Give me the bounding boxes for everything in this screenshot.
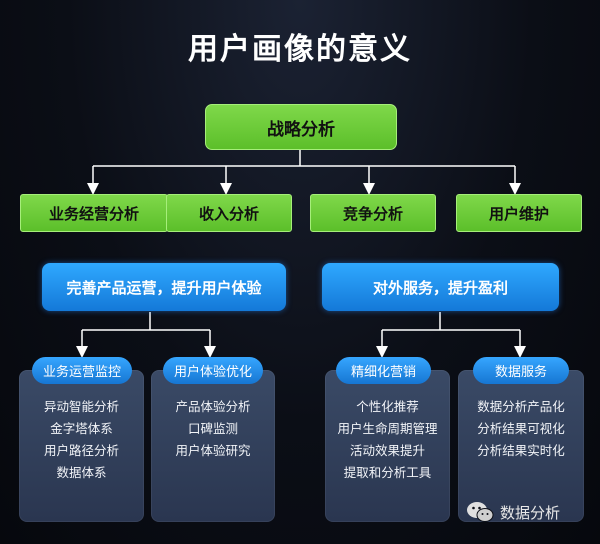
watermark-text: 数据分析 — [500, 503, 561, 522]
group-header-data-services: 数据服务 — [473, 357, 569, 384]
node-strategy-analysis: 战略分析 — [205, 104, 397, 150]
group-items-user-experience: 产品体验分析 口碑监测 用户体验研究 — [151, 396, 275, 462]
list-item: 异动智能分析 — [43, 399, 119, 414]
node-competition-analysis: 竞争分析 — [310, 194, 436, 232]
list-item: 用户体验研究 — [175, 443, 251, 458]
list-item: 分析结果可视化 — [477, 421, 565, 436]
node-external-services: 对外服务，提升盈利 — [322, 263, 559, 311]
group-header-user-experience: 用户体验优化 — [163, 357, 263, 384]
group-header-business-monitoring: 业务运营监控 — [32, 357, 132, 384]
list-item: 活动效果提升 — [349, 443, 425, 458]
node-revenue-analysis: 收入分析 — [166, 194, 292, 232]
list-item: 个性化推荐 — [356, 399, 419, 414]
list-item: 数据分析产品化 — [477, 399, 565, 414]
group-items-data-services: 数据分析产品化 分析结果可视化 分析结果实时化 — [458, 396, 584, 462]
wechat-icon — [467, 502, 494, 522]
group-header-precision-marketing: 精细化营销 — [336, 357, 431, 384]
group-panel-data-services — [458, 370, 584, 522]
diagram-title: 用户画像的意义 — [188, 32, 412, 67]
watermark: 数据分析 — [466, 501, 560, 523]
node-user-maintenance: 用户维护 — [456, 194, 582, 232]
list-item: 数据体系 — [56, 465, 107, 480]
group-panel-precision-marketing — [325, 370, 450, 522]
group-items-precision-marketing: 个性化推荐 用户生命周期管理 活动效果提升 提取和分析工具 — [325, 396, 450, 484]
list-item: 产品体验分析 — [175, 399, 251, 414]
list-item: 分析结果实时化 — [477, 443, 565, 458]
group-items-business-monitoring: 异动智能分析 金字塔体系 用户路径分析 数据体系 — [19, 396, 144, 484]
node-improve-product-operation: 完善产品运营，提升用户体验 — [42, 263, 286, 311]
node-business-operation-analysis: 业务经营分析 — [20, 194, 168, 232]
group-panel-user-experience — [151, 370, 275, 522]
list-item: 用户生命周期管理 — [337, 421, 438, 436]
list-item: 提取和分析工具 — [343, 465, 432, 480]
list-item: 口碑监测 — [187, 421, 238, 436]
list-item: 用户路径分析 — [43, 443, 119, 458]
list-item: 金字塔体系 — [50, 421, 113, 436]
group-panel-business-monitoring — [19, 370, 144, 522]
